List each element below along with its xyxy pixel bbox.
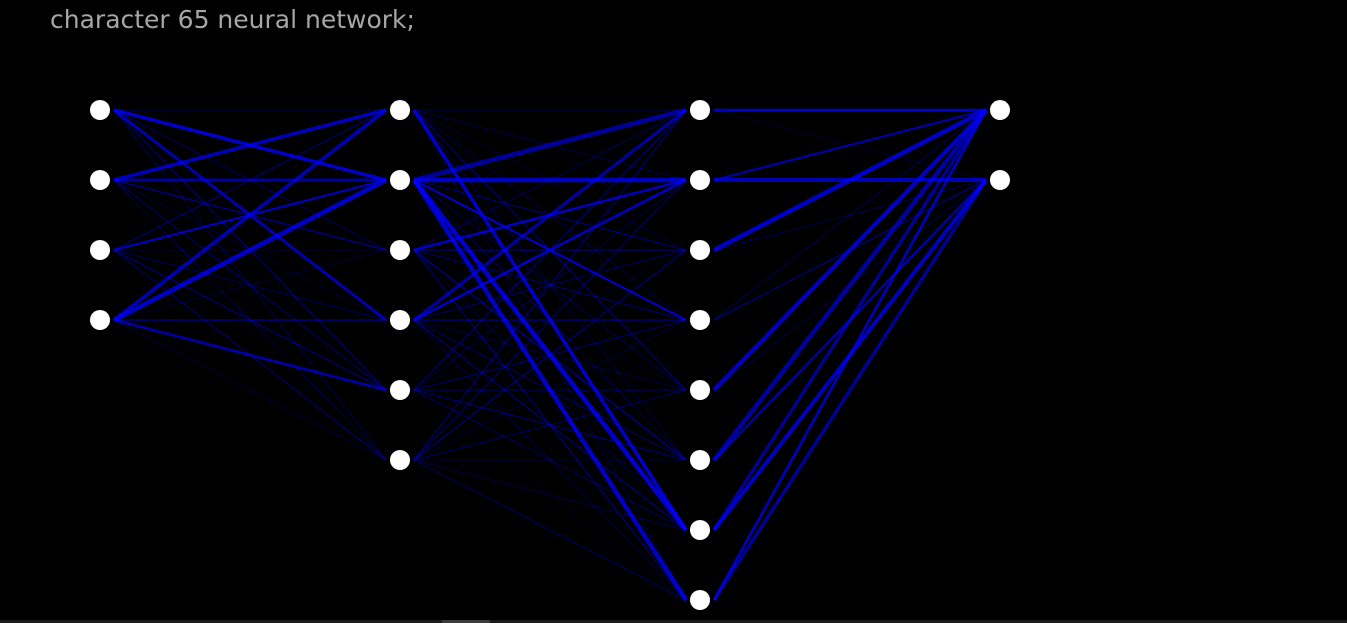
edge-l2-n7-to-n0 bbox=[712, 109, 988, 601]
node-layer0-3 bbox=[90, 310, 110, 330]
edge-l1-n5-to-n2 bbox=[413, 249, 687, 461]
edge-l1-n4-to-n3 bbox=[413, 319, 687, 391]
node-layer1-4 bbox=[390, 380, 410, 400]
edge-l0-n2-to-n4 bbox=[113, 249, 387, 391]
edge-l1-n5-to-n4 bbox=[413, 389, 687, 461]
node-layer0-2 bbox=[90, 240, 110, 260]
node-layer1-2 bbox=[390, 240, 410, 260]
edge-l1-n3-to-n5 bbox=[413, 319, 687, 461]
edge-l0-n2-to-n0 bbox=[113, 109, 387, 251]
edge-l1-n5-to-n3 bbox=[413, 319, 687, 461]
edge-l0-n1-to-n4 bbox=[113, 179, 387, 391]
edge-l1-n1-to-n7 bbox=[412, 178, 688, 602]
node-layer1-5 bbox=[390, 450, 410, 470]
edge-l1-n2-to-n4 bbox=[413, 249, 687, 391]
edge-l2-n7-to-n1 bbox=[712, 179, 988, 601]
edge-l1-n5-to-n7 bbox=[413, 459, 687, 601]
node-layer2-3 bbox=[690, 310, 710, 330]
edge-l2-n5-to-n0 bbox=[712, 108, 988, 462]
edge-l1-n5-to-n0 bbox=[413, 109, 687, 461]
node-layer2-4 bbox=[690, 380, 710, 400]
horizontal-scrollbar-track[interactable] bbox=[0, 620, 1347, 623]
edge-l1-n1-to-n0 bbox=[413, 107, 687, 183]
edge-l1-n4-to-n2 bbox=[413, 249, 687, 391]
edge-l2-n1-to-n0 bbox=[713, 108, 987, 182]
horizontal-scrollbar-thumb[interactable] bbox=[442, 620, 490, 623]
node-layer0-1 bbox=[90, 170, 110, 190]
edge-l1-n3-to-n6 bbox=[413, 319, 687, 531]
edge-l0-n1-to-n0 bbox=[113, 108, 387, 182]
node-layer3-0 bbox=[990, 100, 1010, 120]
node-layer2-6 bbox=[690, 520, 710, 540]
edge-l1-n2-to-n3 bbox=[413, 249, 687, 321]
node-layer2-5 bbox=[690, 450, 710, 470]
edge-l1-n1-to-n5 bbox=[413, 179, 687, 461]
edge-l1-n4-to-n6 bbox=[413, 389, 687, 531]
node-layer2-0 bbox=[690, 100, 710, 120]
edge-l0-n3-to-n2 bbox=[113, 249, 387, 321]
edge-l1-n2-to-n0 bbox=[413, 109, 687, 251]
node-layer2-7 bbox=[690, 590, 710, 610]
edge-l0-n1-to-n5 bbox=[113, 179, 387, 461]
edge-l0-n3-to-n4 bbox=[113, 318, 387, 392]
edge-l2-n4-to-n0 bbox=[712, 108, 988, 392]
edge-l1-n3-to-n4 bbox=[413, 319, 687, 391]
edge-l2-n6-to-n0 bbox=[712, 109, 988, 531]
edge-l0-n3-to-n1 bbox=[112, 177, 388, 323]
node-layer1-3 bbox=[390, 310, 410, 330]
edge-l1-n2-to-n7 bbox=[413, 249, 687, 601]
page-title: character 65 neural network; bbox=[50, 5, 415, 34]
edge-l1-n5-to-n1 bbox=[413, 179, 687, 461]
node-layer1-0 bbox=[390, 100, 410, 120]
edge-l1-n3-to-n0 bbox=[413, 108, 687, 322]
edge-l0-n3-to-n0 bbox=[112, 108, 388, 322]
edge-l1-n3-to-n7 bbox=[413, 319, 687, 601]
edge-l1-n3-to-n2 bbox=[413, 249, 687, 321]
edge-l0-n2-to-n3 bbox=[113, 249, 387, 321]
edge-l1-n3-to-n1 bbox=[413, 178, 687, 322]
edge-l1-n4-to-n1 bbox=[413, 179, 687, 391]
edge-l2-n3-to-n0 bbox=[713, 109, 987, 321]
node-layer2-1 bbox=[690, 170, 710, 190]
nodes-group bbox=[90, 100, 1010, 610]
edge-l2-n2-to-n0 bbox=[712, 107, 988, 253]
edge-l1-n1-to-n4 bbox=[413, 179, 687, 391]
node-layer3-1 bbox=[990, 170, 1010, 190]
edge-l1-n4-to-n5 bbox=[413, 389, 687, 461]
node-layer0-0 bbox=[90, 100, 110, 120]
node-layer2-2 bbox=[690, 240, 710, 260]
edge-l1-n4-to-n0 bbox=[413, 109, 687, 391]
edge-l1-n5-to-n6 bbox=[413, 459, 687, 531]
edges-group bbox=[112, 107, 988, 602]
node-layer1-1 bbox=[390, 170, 410, 190]
edge-l1-n4-to-n7 bbox=[413, 389, 687, 601]
edge-l0-n3-to-n5 bbox=[113, 319, 387, 461]
